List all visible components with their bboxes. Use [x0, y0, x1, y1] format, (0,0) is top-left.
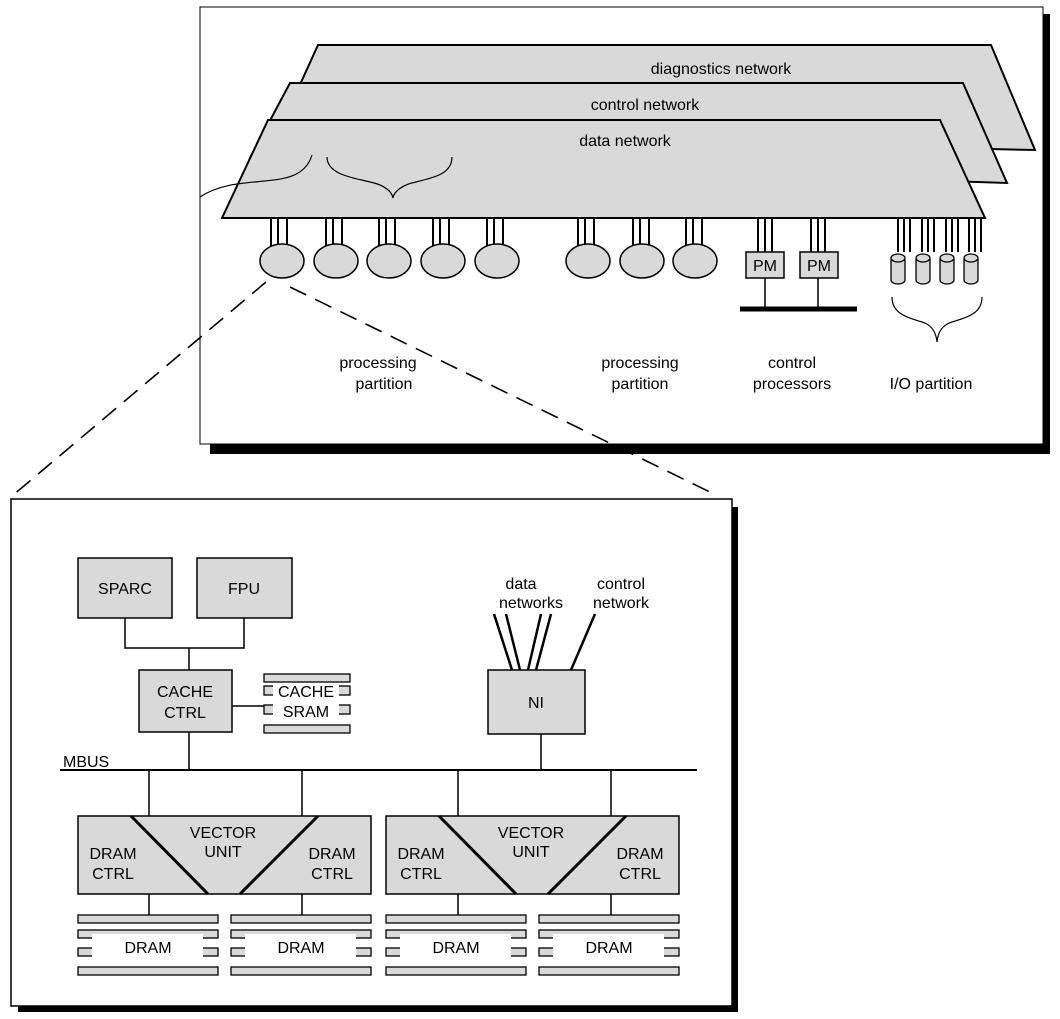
dram-links [148, 894, 612, 915]
dram-label: DRAM [277, 940, 324, 957]
pm-label: PM [807, 258, 831, 275]
network-connectors [270, 218, 982, 252]
data-network-label: data network [579, 133, 672, 150]
control-network-label-node-b: network [593, 595, 650, 612]
control-processors-label-b: processors [753, 376, 831, 393]
vector-unit-label-b: UNIT [512, 844, 550, 861]
brace-left [199, 154, 313, 198]
processing-node [259, 243, 305, 279]
dram-bank: DRAM [538, 914, 680, 976]
control-processors-label: control [768, 355, 816, 372]
fpu-box [196, 557, 293, 619]
vector-unit-group: VECTOR UNIT DRAM CTRL DRAM CTRL [385, 814, 680, 896]
control-network-label: control network [591, 97, 700, 114]
dram-ctrl-label: DRAM [616, 846, 663, 863]
cpu-links [124, 618, 245, 670]
dram-ctrl-label: DRAM [308, 846, 355, 863]
cache-sram-label-b: SRAM [283, 704, 329, 721]
vector-unit-label-b: UNIT [204, 844, 242, 861]
dram-ctrl-label-b: CTRL [311, 866, 353, 883]
io-devices [890, 253, 979, 285]
cache-ctrl-label: CACHE [157, 684, 213, 701]
cache-sram-label: CACHE [278, 684, 334, 701]
dram-ctrl-label-b: CTRL [619, 866, 661, 883]
data-network-plane [220, 119, 987, 219]
sparc-box [77, 557, 173, 619]
processing-node [313, 243, 359, 279]
dram-ctrl-label-b: CTRL [400, 866, 442, 883]
diagnostics-network-label: diagnostics network [651, 61, 793, 78]
dram-label: DRAM [585, 940, 632, 957]
io-partition-label: I/O partition [890, 376, 973, 393]
ni-label: NI [528, 695, 544, 712]
bus-taps [148, 732, 612, 816]
processing-partition-label-2: processing [601, 355, 678, 372]
dram-bank: DRAM [385, 914, 527, 976]
dram-label: DRAM [124, 940, 171, 957]
dram-label: DRAM [432, 940, 479, 957]
cache-ctrl-label-b: CTRL [164, 705, 206, 722]
pm-box [799, 251, 839, 279]
brace-io [891, 296, 983, 343]
processing-node [366, 243, 412, 279]
dram-bank: DRAM [77, 914, 219, 976]
fpu-label: FPU [228, 581, 260, 598]
processing-nodes [259, 243, 718, 279]
brace-processing [326, 156, 453, 199]
vector-unit-group: VECTOR UNIT DRAM CTRL DRAM CTRL [77, 814, 372, 896]
processing-node [672, 243, 718, 279]
control-processors: PM PM [740, 251, 857, 312]
processing-node [619, 243, 665, 279]
dram-ctrl-label-b: CTRL [92, 866, 134, 883]
data-networks-label-b: networks [499, 595, 563, 612]
data-networks-label: data [505, 576, 536, 593]
processing-partition-label-1b: partition [356, 376, 413, 393]
pm-label: PM [753, 258, 777, 275]
dram-ctrl-label: DRAM [89, 846, 136, 863]
dram-bank: DRAM [230, 914, 372, 976]
ni-network-links [492, 613, 597, 671]
ni-box [487, 669, 586, 735]
processing-partition-label-1: processing [339, 355, 416, 372]
processing-partition-label-2b: partition [612, 376, 669, 393]
mbus-label: MBUS [63, 754, 109, 771]
cache-ctrl-box [138, 669, 233, 733]
vector-unit-label: VECTOR [498, 825, 564, 842]
processing-node [420, 243, 466, 279]
sparc-label: SPARC [98, 581, 152, 598]
processing-node [474, 243, 520, 279]
zoom-lines [11, 281, 715, 497]
pm-box [745, 251, 785, 279]
control-network-label-node: control [597, 576, 645, 593]
vector-unit-label: VECTOR [190, 825, 256, 842]
dram-ctrl-label: DRAM [397, 846, 444, 863]
processing-node [565, 243, 611, 279]
